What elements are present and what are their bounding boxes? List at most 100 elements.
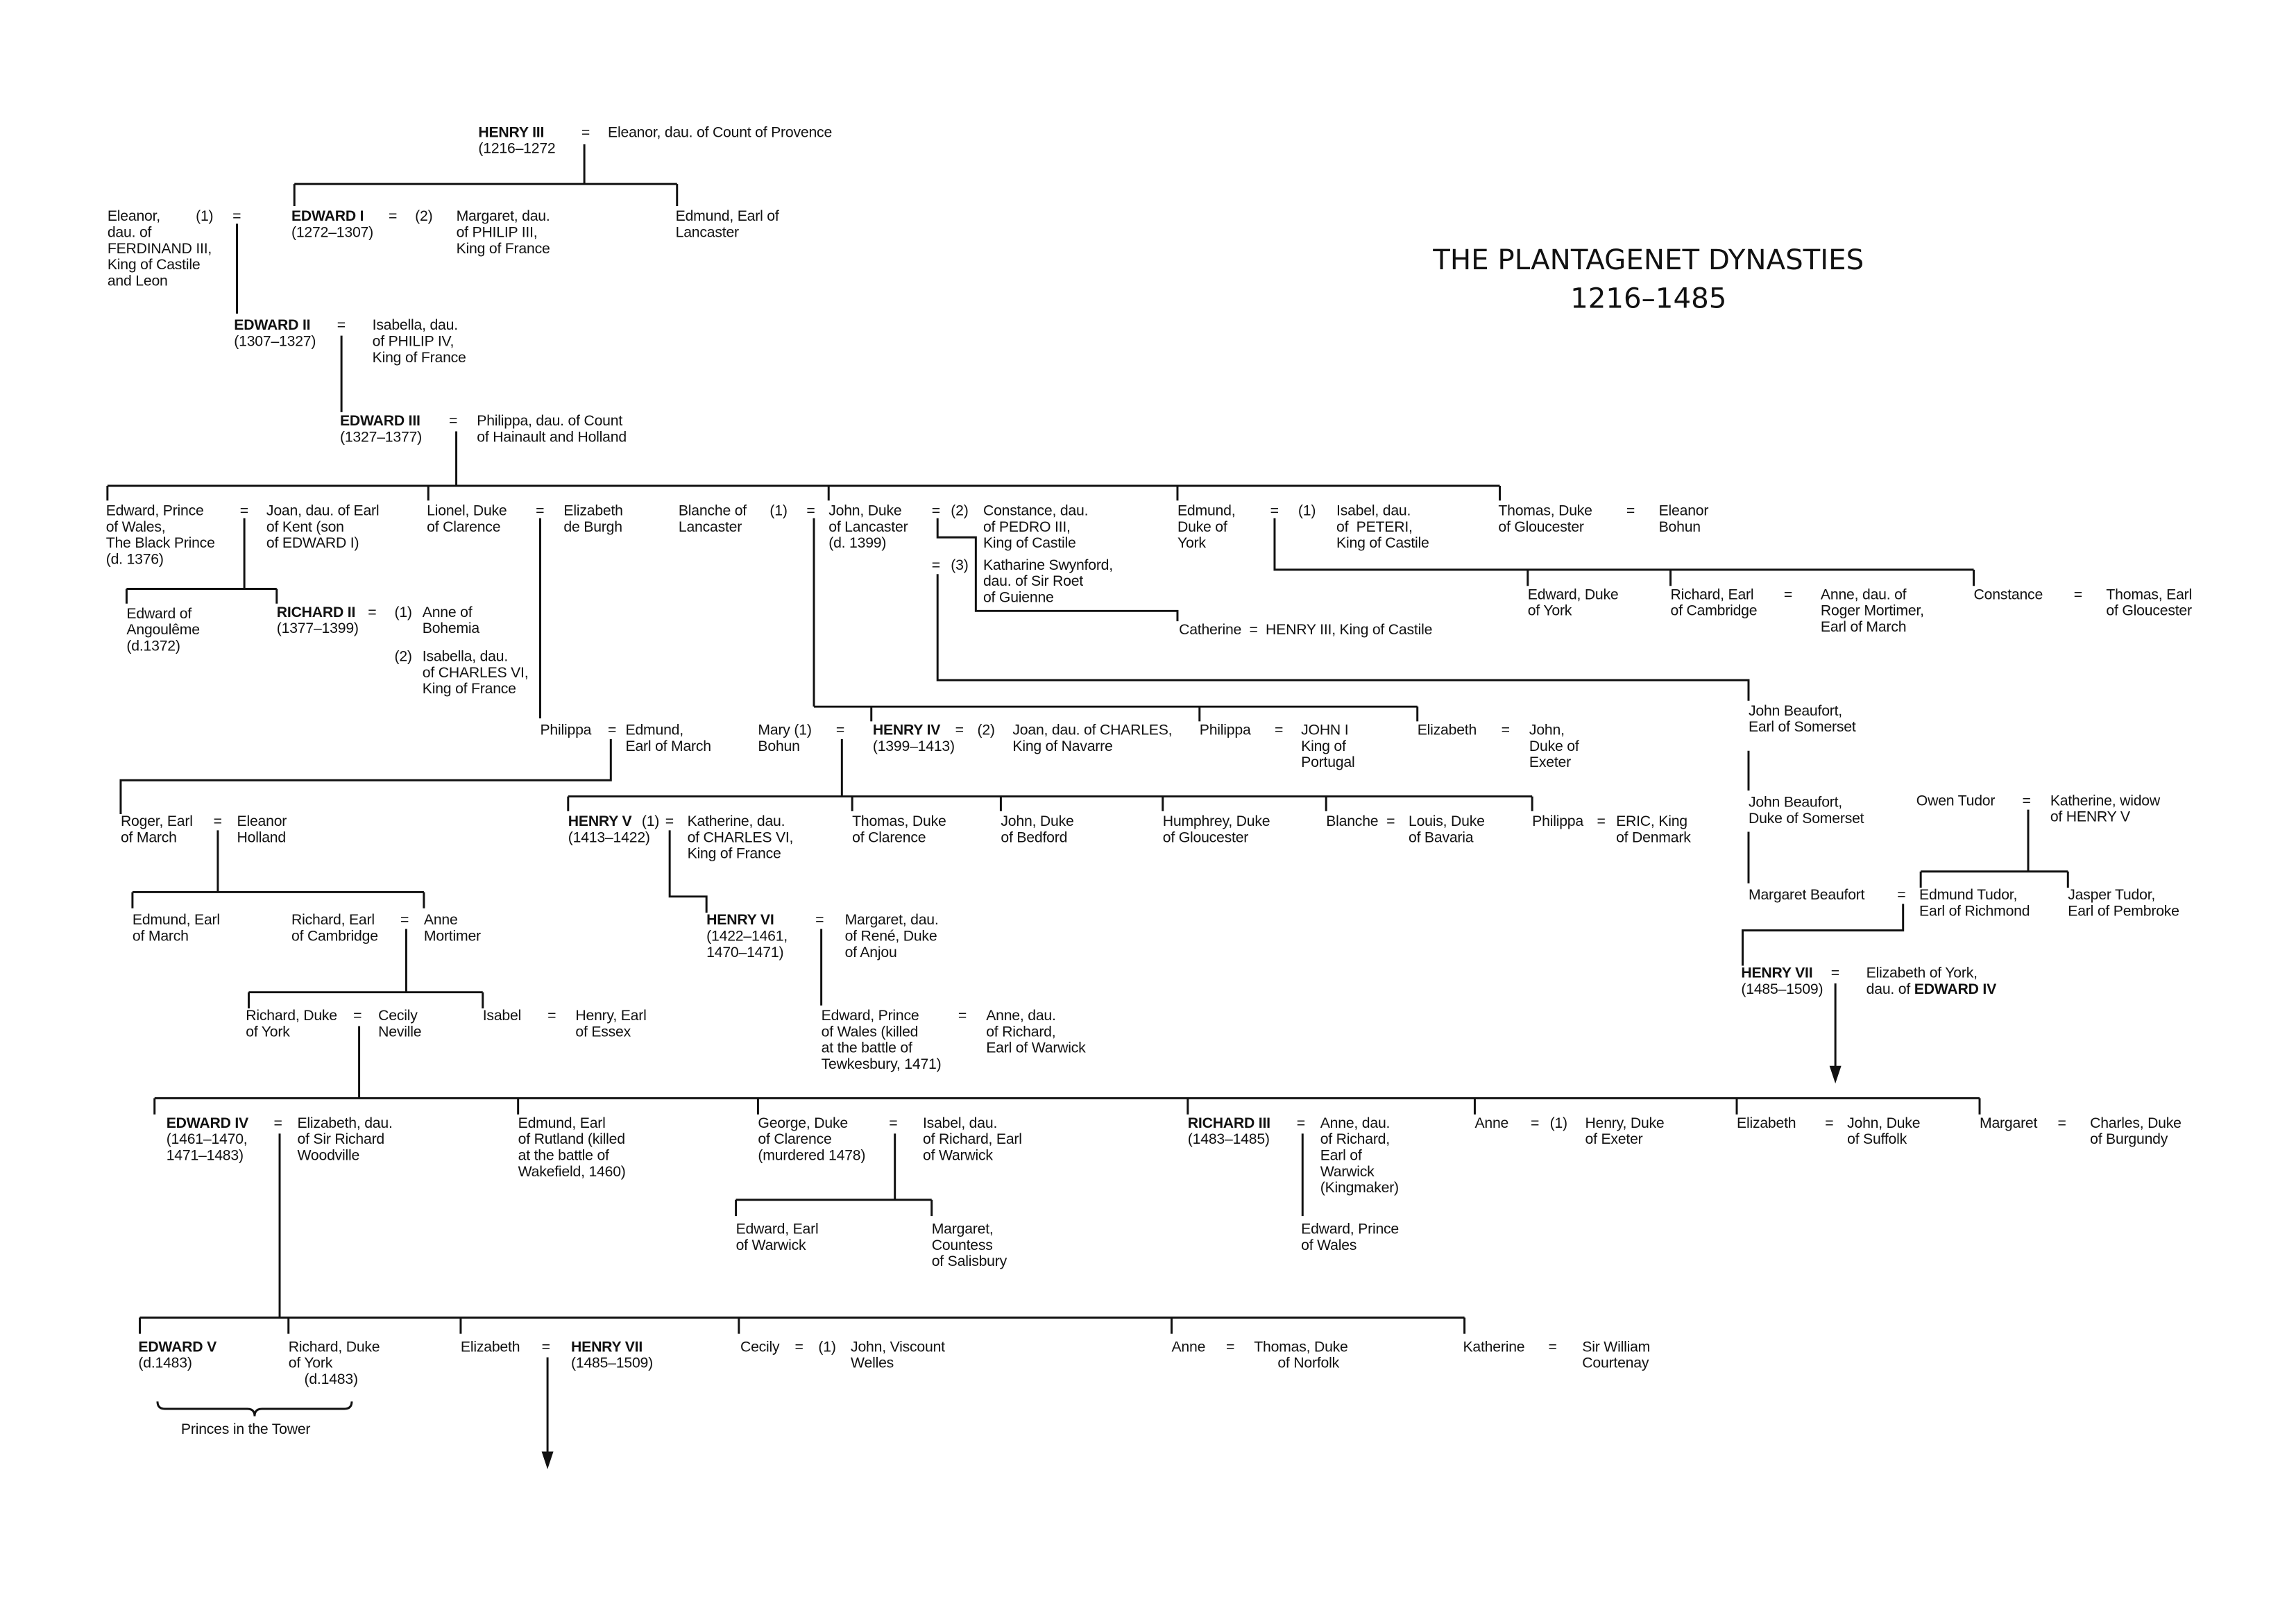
person: Edmund, Duke of York [1177,503,1236,552]
person: Thomas, Duke of Norfolk [1254,1339,1348,1372]
person: John, Duke of Exeter [1529,722,1579,772]
person: Edward, Prince of Wales (killed at the b… [821,1008,942,1074]
person: Jasper Tudor, Earl of Pembroke [2068,888,2179,920]
marriage-sign: = [368,604,377,622]
marriage-sign: = [388,209,398,226]
person: Constance [1973,587,2043,604]
person: Richard, Duke of York [246,1008,337,1041]
marriage-number: (1) [818,1339,836,1356]
person: Margaret Beaufort [1748,888,1865,904]
marriage-sign: = [835,722,845,739]
marriage-number: (1) [641,814,660,831]
reign-dates: (1483–1485) [1187,1132,1270,1149]
king-edward-ii: EDWARD II [234,318,311,335]
reign-dates: (d.1483) [138,1355,192,1372]
person: Constance, dau. of PEDRO III, King of Ca… [983,503,1089,552]
person: Anne, dau. of Richard, Earl of Warwick [986,1008,1086,1058]
marriage-sign: = [1597,814,1606,831]
king-edward-iii: EDWARD III [339,414,420,430]
marriage-sign: = [1548,1339,1557,1356]
person: Katharine Swynford, dau. of Sir Roet of … [983,557,1113,607]
person: Margaret [1980,1115,2038,1133]
reign-dates: (1377–1399) [276,621,359,638]
marriage-number: (1) [1298,503,1316,520]
marriage-sign: = [1531,1115,1540,1133]
person: Katherine, widow of HENRY V [2050,793,2160,826]
reign-dates: (1327–1377) [339,430,422,446]
marriage-sign: = [213,814,222,831]
person: Eleanor Bohun [1658,503,1709,536]
person: Elizabeth, dau. of Sir Richard Woodville [297,1115,393,1165]
person: Philippa [1532,814,1583,831]
marriage-sign: = [958,1008,967,1025]
reign-dates: (1272–1307) [291,225,373,242]
person: Catherine = HENRY III, King of Castile [1179,623,1433,639]
marriage-sign: = [541,1339,550,1356]
person: Katherine [1463,1339,1525,1356]
person: JOHN I King of Portugal [1301,722,1355,772]
person: John, Duke of Lancaster (d. 1399) [828,503,908,552]
person: Margaret, dau. of René, Duke of Anjou [844,913,939,962]
person: Richard, Earl of Cambridge [1670,587,1758,620]
person-text: dau. of [1866,981,1914,999]
person: Elizabeth of York, [1866,965,1978,982]
king-henry-vi: HENRY VI [706,913,774,929]
person: John, Duke of Suffolk [1847,1115,1921,1149]
person: George, Duke of Clarence (murdered 1478) [758,1115,866,1165]
princes-in-tower-label: Princes in the Tower [180,1422,311,1439]
reign-dates: (1485–1509) [1741,981,1823,999]
marriage-sign: = [2057,1115,2066,1133]
person: Margaret, Countess of Salisbury [931,1221,1007,1271]
king-henry-vii: HENRY VII [1741,965,1813,982]
king-edward-i: EDWARD I [291,209,364,226]
person: Philippa [540,722,592,739]
marriage-sign: = [536,503,545,520]
person: Katherine, dau. of CHARLES VI, King of F… [687,814,794,863]
marriage-sign: = [547,1008,556,1025]
marriage-sign: = [806,503,815,520]
person: John Beaufort, Earl of Somerset [1748,703,1856,736]
marriage-sign: = [1897,888,1906,904]
person: Thomas, Duke of Clarence [852,814,946,847]
person: Margaret, dau. of PHILIP III, King of Fr… [456,209,550,258]
marriage-sign: = [889,1115,898,1133]
person: Edmund, Earl of Rutland (killed at the b… [518,1115,626,1181]
person: Richard, Earl of Cambridge [291,913,378,945]
person: Edmund, Earl of March [132,913,220,945]
person: Isabella, dau. of PHILIP IV, King of Fra… [372,318,466,367]
person: Eleanor, dau. of Count of Provence [608,125,833,142]
marriage-sign: = [232,209,241,226]
marriage-number: (2) [415,209,433,226]
marriage-sign: = [581,125,590,142]
person: Humphrey, Duke of Gloucester [1162,814,1270,847]
person: Joan, dau. of Earl of Kent (son of EDWAR… [266,503,380,552]
marriage-number: (3) [951,557,969,575]
person: Anne, dau. of Roger Mortimer, Earl of Ma… [1820,587,1924,636]
person: Henry, Earl of Essex [575,1008,647,1041]
marriage-sign: = [337,318,346,335]
marriage-number: (1) [394,604,412,622]
person: Mary (1) Bohun [758,722,812,756]
marriage-sign: = [955,722,964,739]
person: John Beaufort, Duke of Somerset [1748,795,1864,828]
person: Philippa [1199,722,1251,739]
marriage-sign: = [1501,722,1510,739]
reign-dates: (1307–1327) [234,334,316,350]
person: Philippa, dau. of Count of Hainault and … [477,414,627,446]
reign-dates: (1485–1509) [571,1355,654,1372]
person: Blanche of Lancaster [678,503,747,536]
marriage-number: (1) [196,209,214,226]
reign-dates: (1216–1272 [478,141,556,158]
person: Isabel, dau. of PETERI, King of Castile [1336,503,1429,552]
person: Elizabeth [1737,1115,1796,1133]
person: Joan, dau. of CHARLES, King of Navarre [1012,722,1173,756]
marriage-sign: = [608,722,617,739]
marriage-number: (2) [394,649,412,666]
marriage-sign: = [239,503,248,520]
person: Eleanor, dau. of FERDINAND III, King of … [107,209,212,290]
king-edward-iv: EDWARD IV [166,1115,249,1133]
person: Cecily Neville [378,1008,422,1041]
person: Edward, Prince of Wales [1301,1221,1400,1255]
